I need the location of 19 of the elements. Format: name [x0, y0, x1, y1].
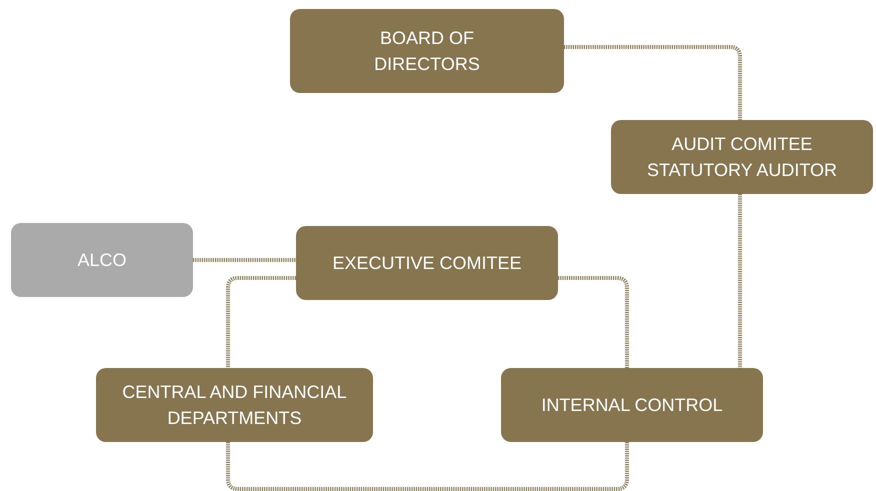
connector-line — [226, 276, 296, 368]
box-label: AUDIT COMITEE — [670, 133, 814, 156]
org-box — [501, 368, 763, 442]
connector-line — [558, 276, 629, 368]
side-box — [11, 223, 193, 297]
box-label: STATUTORY AUDITOR — [646, 159, 838, 182]
box-label: CENTRAL AND FINANCIAL DEPARTMENTS — [121, 381, 348, 430]
box-label: EXECUTIVE COMITEE — [331, 252, 523, 275]
org-box — [611, 120, 873, 194]
connector-line — [564, 45, 742, 120]
org-box — [290, 9, 564, 93]
org-box — [296, 226, 558, 300]
box-label: ALCO — [76, 249, 128, 272]
org-box — [96, 368, 373, 442]
box-label: INTERNAL CONTROL — [540, 394, 724, 417]
connector-line — [193, 258, 296, 262]
connector-line — [226, 442, 629, 491]
box-label: BOARD OF DIRECTORS — [373, 27, 481, 76]
connector-line — [738, 194, 742, 368]
